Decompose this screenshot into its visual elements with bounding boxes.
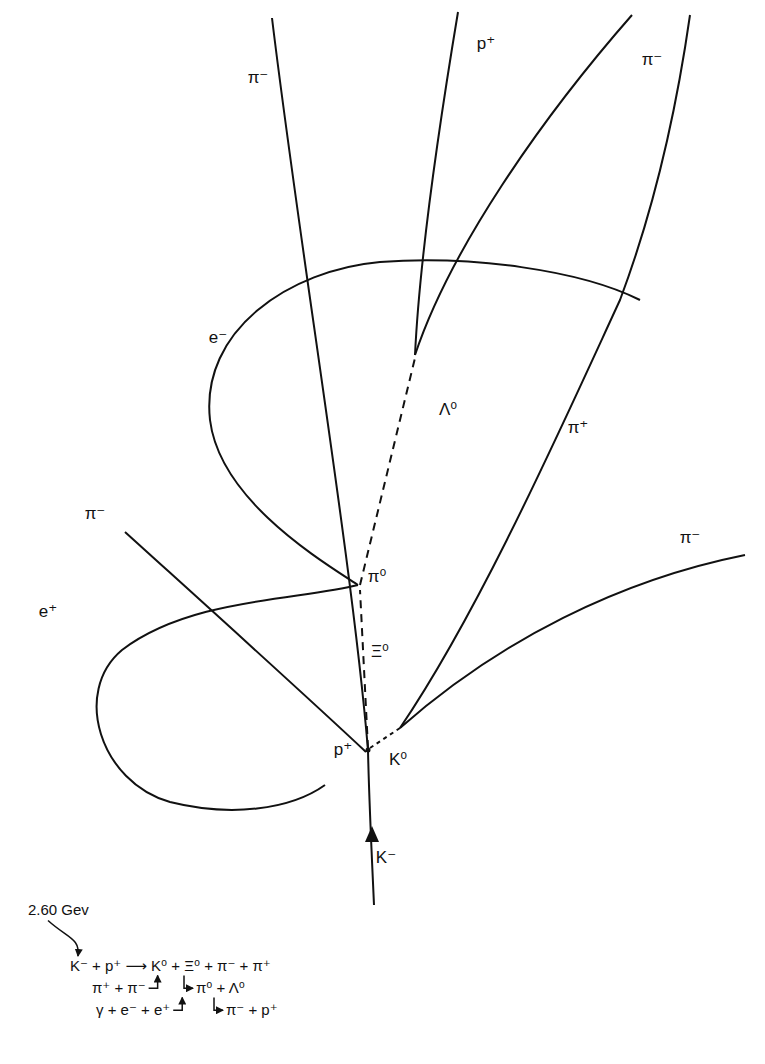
positron-track bbox=[97, 585, 358, 810]
reaction-equation: π⁻ + p⁺ bbox=[226, 1002, 278, 1019]
neutral-track bbox=[360, 590, 368, 748]
particle-label: π⁰ bbox=[368, 568, 387, 587]
pion-track bbox=[400, 555, 745, 728]
pion-track bbox=[125, 532, 366, 752]
reaction-equation: π⁺ + π⁻ bbox=[92, 980, 146, 997]
particle-label: π⁻ bbox=[680, 529, 701, 548]
direction-arrow bbox=[365, 826, 379, 842]
reaction-equation: K⁻ + p⁺ ⟶ K⁰ + Ξ⁰ + π⁻ + π⁺ bbox=[70, 958, 271, 975]
reaction-arrow bbox=[48, 921, 78, 957]
particle-label: K⁻ bbox=[376, 849, 396, 868]
particle-label: π⁻ bbox=[248, 69, 269, 88]
reaction-equation: π⁰ + Λ⁰ bbox=[196, 980, 245, 997]
particle-label: π⁺ bbox=[568, 419, 589, 438]
neutral-track bbox=[370, 728, 400, 748]
particle-label: e⁺ bbox=[39, 603, 57, 622]
particle-label: π⁻ bbox=[85, 505, 106, 524]
reaction-arrow bbox=[184, 976, 193, 989]
particle-label: p⁺ bbox=[334, 741, 352, 760]
beam-energy: 2.60 Gev bbox=[28, 902, 89, 919]
particle-label: K⁰ bbox=[389, 751, 407, 770]
electron-track bbox=[209, 260, 640, 585]
vertex-dot bbox=[366, 748, 371, 753]
pion-track bbox=[272, 18, 368, 750]
reaction-arrow bbox=[149, 976, 158, 989]
reaction-arrow bbox=[173, 998, 182, 1011]
particle-label: π⁻ bbox=[642, 51, 663, 70]
particle-label: e⁻ bbox=[209, 329, 227, 348]
pion-track bbox=[415, 15, 632, 355]
particle-label: Ξ⁰ bbox=[371, 643, 389, 662]
particle-label: p⁺ bbox=[477, 35, 495, 54]
reaction-equation: γ + e⁻ + e⁺ bbox=[96, 1002, 170, 1019]
reaction-arrow bbox=[214, 998, 223, 1011]
neutral-track bbox=[360, 358, 415, 585]
particle-label: Λ⁰ bbox=[439, 401, 457, 420]
kaon-track bbox=[368, 750, 374, 905]
pion-track bbox=[400, 15, 690, 728]
